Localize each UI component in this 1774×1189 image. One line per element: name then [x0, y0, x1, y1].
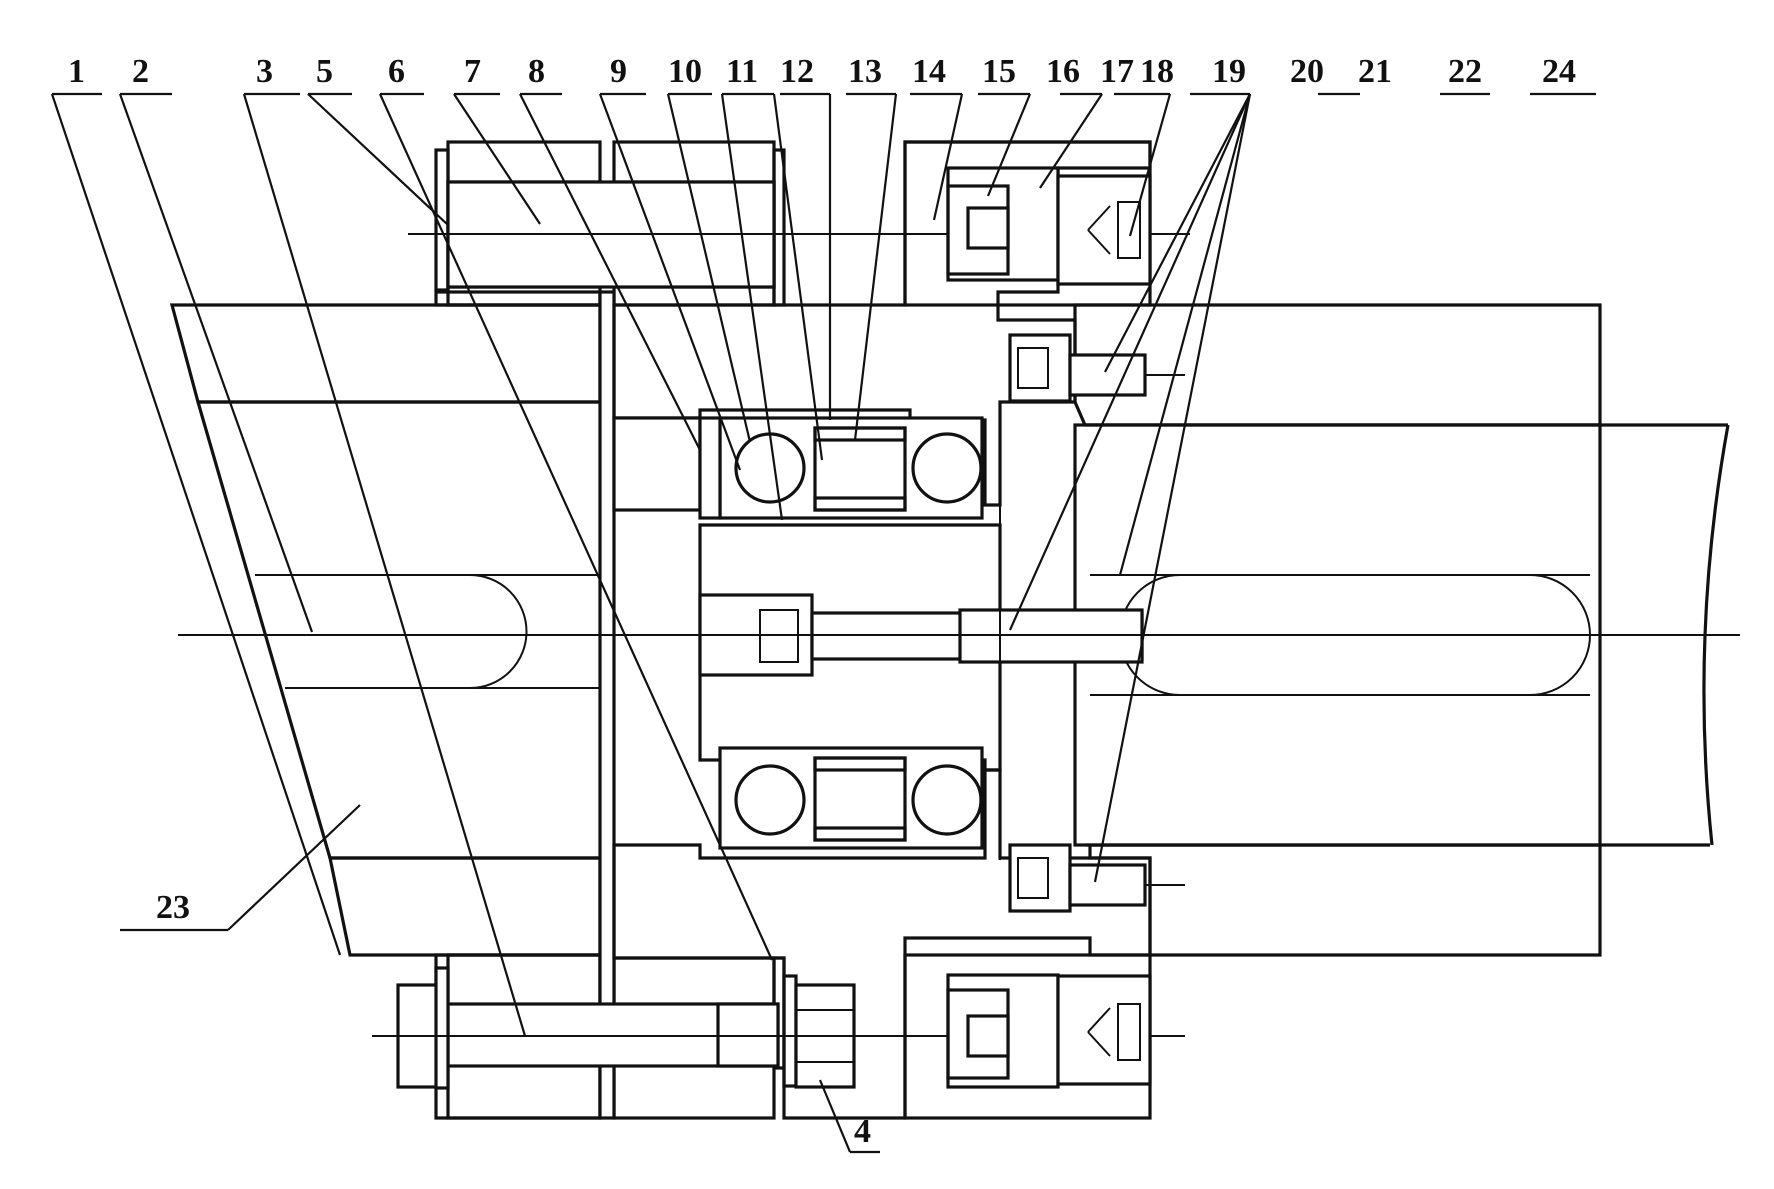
upper-bearing — [698, 416, 984, 520]
cap-screws — [1008, 333, 1185, 913]
left-hub — [169, 290, 602, 1120]
label-part-4: 4 — [854, 1113, 871, 1150]
label-part-3: 3 — [256, 53, 273, 90]
label-part-10: 10 — [668, 53, 702, 90]
leader-lines — [50, 92, 1596, 1154]
label-part-19: 19 — [1212, 53, 1246, 90]
label-part-13: 13 — [848, 53, 882, 90]
right-shaft — [1085, 423, 1730, 847]
label-part-5: 5 — [316, 53, 333, 90]
label-part-7: 7 — [464, 53, 481, 90]
label-part-21: 21 — [1358, 53, 1392, 90]
lower-bearing — [718, 746, 984, 850]
label-part-22: 22 — [1448, 53, 1482, 90]
label-part-20: 20 — [1290, 53, 1324, 90]
spacer-disc — [598, 290, 616, 1120]
label-part-1: 1 — [68, 53, 85, 90]
label-part-9: 9 — [610, 53, 627, 90]
upper-bolt — [408, 180, 1190, 289]
label-part-11: 11 — [726, 53, 758, 90]
callout-numbers: 1 2 3 5 6 7 8 9 10 11 12 13 14 15 16 17 … — [68, 53, 1576, 1150]
right-flange — [903, 140, 1152, 1120]
inner-shaft — [178, 420, 1740, 860]
label-part-15: 15 — [982, 53, 1016, 90]
label-part-24: 24 — [1542, 53, 1576, 90]
label-part-23: 23 — [156, 889, 190, 926]
left-shaft — [196, 400, 600, 860]
label-part-12: 12 — [780, 53, 814, 90]
right-hub — [1073, 303, 1602, 957]
label-part-14: 14 — [912, 53, 946, 90]
label-part-18: 18 — [1140, 53, 1174, 90]
label-part-6: 6 — [388, 53, 405, 90]
label-part-2: 2 — [132, 53, 149, 90]
label-part-17: 17 — [1100, 53, 1134, 90]
lower-bolt — [372, 966, 1185, 1090]
label-part-16: 16 — [1046, 53, 1080, 90]
label-part-8: 8 — [528, 53, 545, 90]
